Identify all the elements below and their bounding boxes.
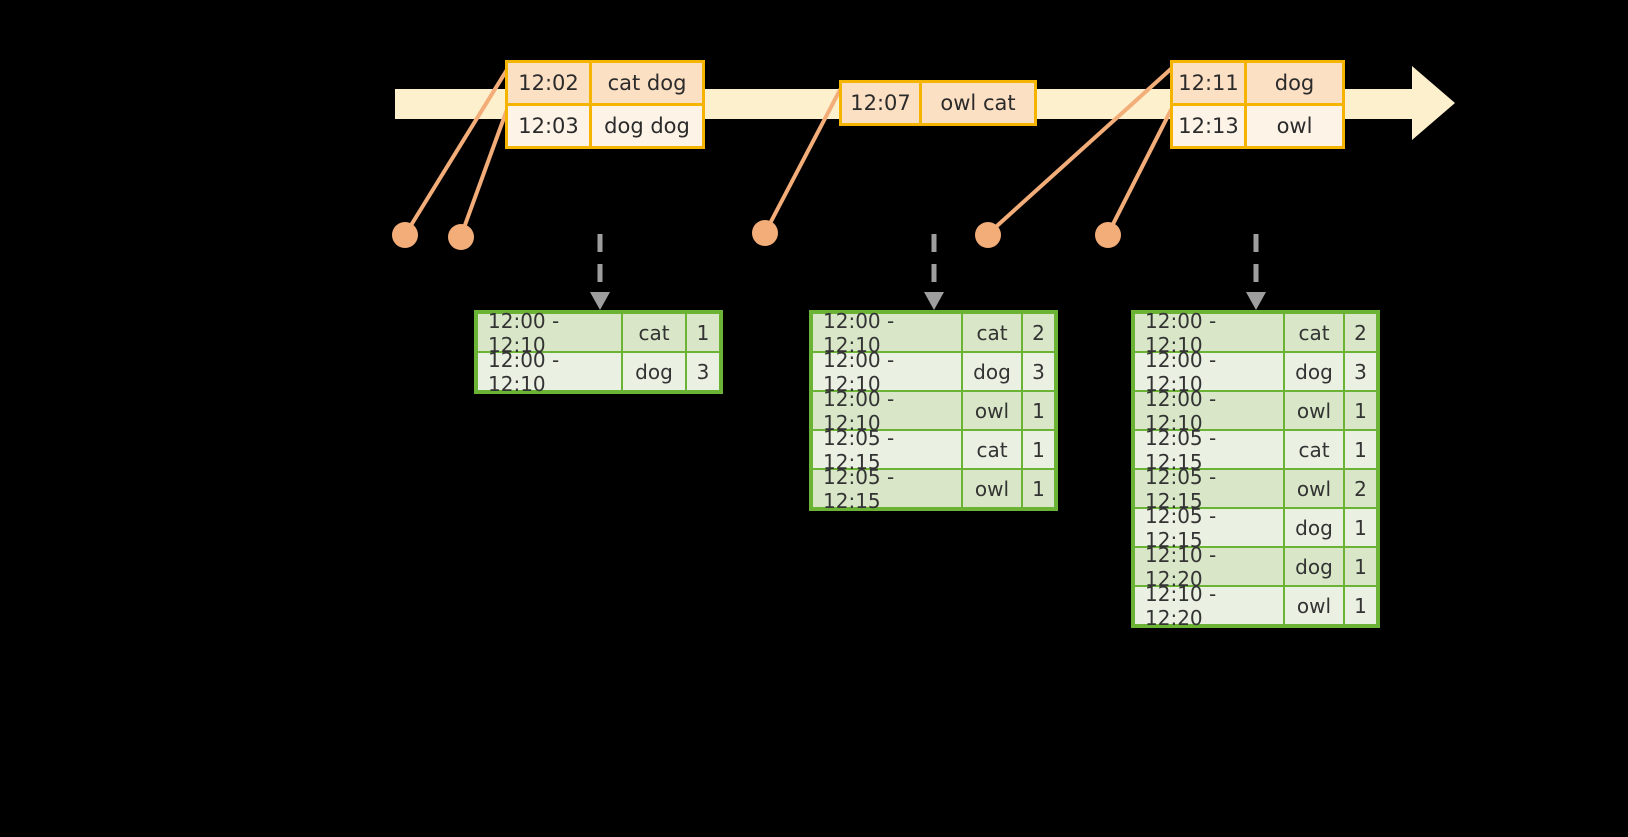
timeline-event-box-3: 12:11 dog 12:13 owl xyxy=(1170,60,1345,149)
count-cell: 1 xyxy=(1345,392,1376,429)
event-time: 12:02 xyxy=(508,63,592,103)
count-cell: 3 xyxy=(687,353,719,390)
count-cell: 1 xyxy=(1345,431,1376,468)
table-row: 12:00 - 12:10 owl 1 xyxy=(1135,387,1376,435)
count-cell: 1 xyxy=(1345,509,1376,546)
table-row: 12:00 - 12:10 cat 2 xyxy=(1135,309,1376,357)
window-cell: 12:00 - 12:10 xyxy=(478,309,621,357)
connector-dot-3 xyxy=(752,220,778,246)
event-time: 12:11 xyxy=(1173,63,1247,103)
count-cell: 2 xyxy=(1023,314,1054,351)
event-words: cat dog xyxy=(592,63,702,103)
table-row: 12:05 - 12:15 owl 2 xyxy=(1135,465,1376,513)
table-row: 12:05 - 12:15 cat 1 xyxy=(813,426,1054,474)
timeline-event-row: 12:03 dog dog xyxy=(508,103,702,146)
key-cell: dog xyxy=(1285,548,1343,585)
window-cell: 12:00 - 12:10 xyxy=(813,387,961,435)
table-row: 12:00 - 12:10 dog 3 xyxy=(813,348,1054,396)
event-words: dog dog xyxy=(592,106,702,146)
window-cell: 12:05 - 12:15 xyxy=(1135,465,1283,513)
window-cell: 12:05 - 12:15 xyxy=(1135,504,1283,552)
dashed-arrow-1 xyxy=(590,234,610,310)
dashed-arrow-2 xyxy=(924,234,944,310)
key-cell: dog xyxy=(963,353,1021,390)
event-words: dog xyxy=(1247,63,1342,103)
event-time: 12:03 xyxy=(508,106,592,146)
key-cell: dog xyxy=(623,353,685,390)
dashed-arrow-3 xyxy=(1246,234,1266,310)
timeline-event-row: 12:13 owl xyxy=(1173,103,1342,146)
window-cell: 12:00 - 12:10 xyxy=(1135,348,1283,396)
event-words: owl cat xyxy=(922,83,1034,123)
event-time: 12:13 xyxy=(1173,106,1247,146)
event-words: owl xyxy=(1247,106,1342,146)
result-table-1: 12:00 - 12:10 cat 1 12:00 - 12:10 dog 3 xyxy=(474,309,723,396)
count-cell: 1 xyxy=(1023,470,1054,507)
connector-dot-1 xyxy=(392,222,418,248)
connector-dot-5 xyxy=(1095,222,1121,248)
window-cell: 12:05 - 12:15 xyxy=(813,426,961,474)
count-cell: 1 xyxy=(1345,548,1376,585)
timeline-event-row: 12:11 dog xyxy=(1173,63,1342,103)
timeline-arrow-head xyxy=(1412,66,1455,140)
table-row: 12:05 - 12:15 cat 1 xyxy=(1135,426,1376,474)
timeline-event-row: 12:02 cat dog xyxy=(508,63,702,103)
table-row: 12:00 - 12:10 owl 1 xyxy=(813,387,1054,435)
count-cell: 3 xyxy=(1345,353,1376,390)
table-row: 12:10 - 12:20 dog 1 xyxy=(1135,543,1376,591)
table-row: 12:05 - 12:15 dog 1 xyxy=(1135,504,1376,552)
result-table-2: 12:00 - 12:10 cat 2 12:00 - 12:10 dog 3 … xyxy=(809,309,1058,513)
key-cell: owl xyxy=(1285,470,1343,507)
table-row: 12:00 - 12:10 cat 2 xyxy=(813,309,1054,357)
table-row: 12:00 - 12:10 dog 3 xyxy=(478,348,719,396)
connector-dot-4 xyxy=(975,222,1001,248)
count-cell: 1 xyxy=(687,314,719,351)
window-cell: 12:05 - 12:15 xyxy=(813,465,961,513)
window-cell: 12:00 - 12:10 xyxy=(813,348,961,396)
key-cell: cat xyxy=(963,314,1021,351)
timeline-event-box-1: 12:02 cat dog 12:03 dog dog xyxy=(505,60,705,149)
count-cell: 1 xyxy=(1023,431,1054,468)
count-cell: 1 xyxy=(1345,587,1376,624)
key-cell: owl xyxy=(963,392,1021,429)
key-cell: cat xyxy=(963,431,1021,468)
window-cell: 12:10 - 12:20 xyxy=(1135,543,1283,591)
count-cell: 1 xyxy=(1023,392,1054,429)
window-cell: 12:05 - 12:15 xyxy=(1135,426,1283,474)
count-cell: 2 xyxy=(1345,470,1376,507)
window-cell: 12:10 - 12:20 xyxy=(1135,582,1283,630)
table-row: 12:00 - 12:10 dog 3 xyxy=(1135,348,1376,396)
result-table-3: 12:00 - 12:10 cat 2 12:00 - 12:10 dog 3 … xyxy=(1131,309,1380,630)
key-cell: cat xyxy=(623,314,685,351)
table-row: 12:00 - 12:10 cat 1 xyxy=(478,309,719,357)
key-cell: owl xyxy=(1285,392,1343,429)
key-cell: cat xyxy=(1285,314,1343,351)
key-cell: dog xyxy=(1285,509,1343,546)
window-cell: 12:00 - 12:10 xyxy=(1135,387,1283,435)
key-cell: dog xyxy=(1285,353,1343,390)
count-cell: 2 xyxy=(1345,314,1376,351)
key-cell: cat xyxy=(1285,431,1343,468)
table-row: 12:05 - 12:15 owl 1 xyxy=(813,465,1054,513)
table-row: 12:10 - 12:20 owl 1 xyxy=(1135,582,1376,630)
window-cell: 12:00 - 12:10 xyxy=(813,309,961,357)
timeline-event-box-2: 12:07 owl cat xyxy=(839,80,1037,126)
key-cell: owl xyxy=(963,470,1021,507)
count-cell: 3 xyxy=(1023,353,1054,390)
key-cell: owl xyxy=(1285,587,1343,624)
timeline-event-row: 12:07 owl cat xyxy=(842,83,1034,123)
window-cell: 12:00 - 12:10 xyxy=(478,348,621,396)
window-cell: 12:00 - 12:10 xyxy=(1135,309,1283,357)
connector-dot-2 xyxy=(448,224,474,250)
event-time: 12:07 xyxy=(842,83,922,123)
